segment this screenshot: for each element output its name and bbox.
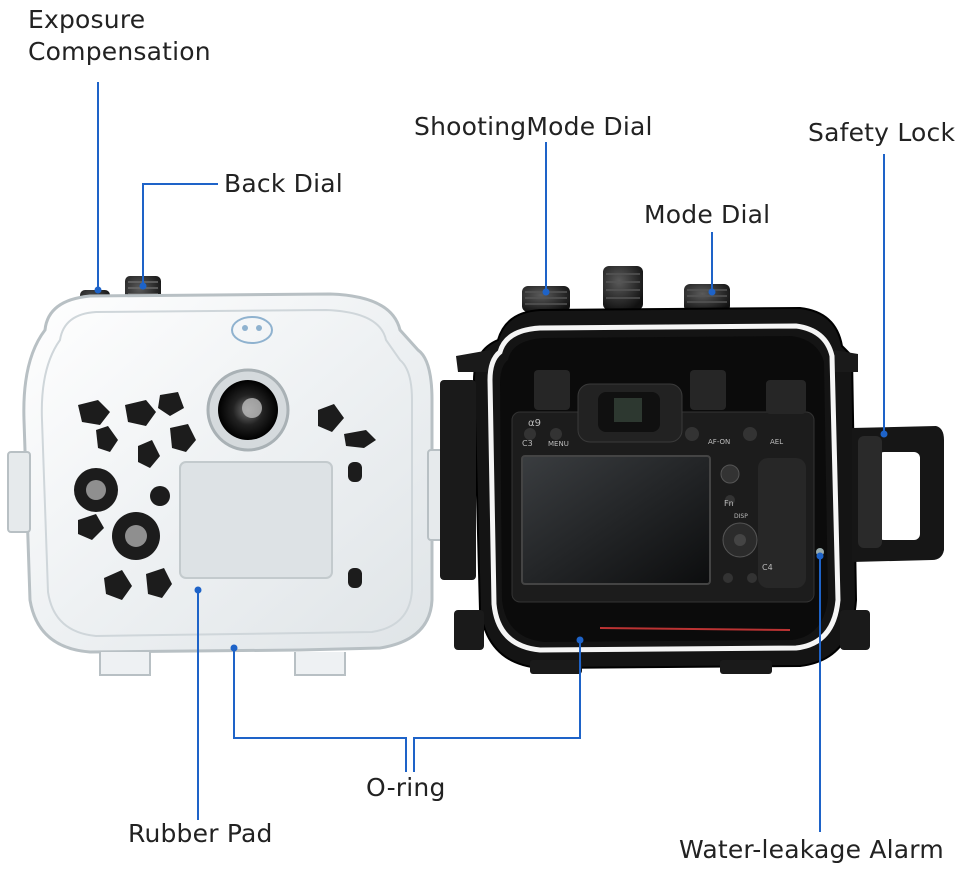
lcd-window bbox=[179, 461, 333, 579]
safety-lock-handle bbox=[852, 426, 944, 562]
camera-fn-text: Fn bbox=[724, 499, 734, 508]
camera-c3-text: C3 bbox=[522, 439, 533, 448]
camera-disp-text: DISP bbox=[734, 513, 748, 520]
mode-dial bbox=[684, 284, 730, 312]
safety-lock-label: Safety Lock bbox=[808, 118, 956, 147]
shooting-mode-dial-label: ShootingMode Dial bbox=[414, 112, 653, 141]
camera-model-text: α9 bbox=[528, 418, 541, 429]
exposure-compensation-label: Exposure Compensation bbox=[28, 4, 211, 68]
exposure-compensation-line1: Exposure bbox=[28, 5, 146, 34]
callout-dots bbox=[94, 282, 888, 652]
camera-afon-text: AF-ON bbox=[708, 438, 730, 446]
back-dial-leader bbox=[142, 183, 218, 286]
brand-logo bbox=[231, 316, 273, 344]
camera-menu-text: MENU bbox=[548, 440, 569, 448]
camera-ael-text: AEL bbox=[770, 438, 783, 446]
callout-lines bbox=[97, 82, 885, 832]
o-ring-label: O-ring bbox=[366, 773, 446, 802]
viewfinder-port bbox=[206, 368, 290, 452]
o-ring-gasket bbox=[487, 323, 841, 653]
exposure-compensation-line2: Compensation bbox=[28, 37, 211, 66]
back-dial-label: Back Dial bbox=[224, 169, 343, 198]
o-ring-leader-left bbox=[233, 648, 407, 772]
mode-dial-label: Mode Dial bbox=[644, 200, 771, 229]
black-housing: α9 C3 MENU AF-ON AEL Fn DISP C4 bbox=[440, 266, 944, 674]
lcd-screen bbox=[521, 455, 711, 585]
camera-c4-text: C4 bbox=[762, 563, 773, 572]
rubber-pad-label: Rubber Pad bbox=[128, 819, 273, 848]
center-top-dial bbox=[603, 266, 643, 310]
clear-back-door bbox=[7, 276, 451, 676]
camera-body: α9 C3 MENU AF-ON AEL Fn DISP C4 bbox=[511, 370, 815, 603]
o-ring-leader-right bbox=[413, 640, 581, 772]
water-leakage-alarm-label: Water-leakage Alarm bbox=[679, 835, 944, 864]
